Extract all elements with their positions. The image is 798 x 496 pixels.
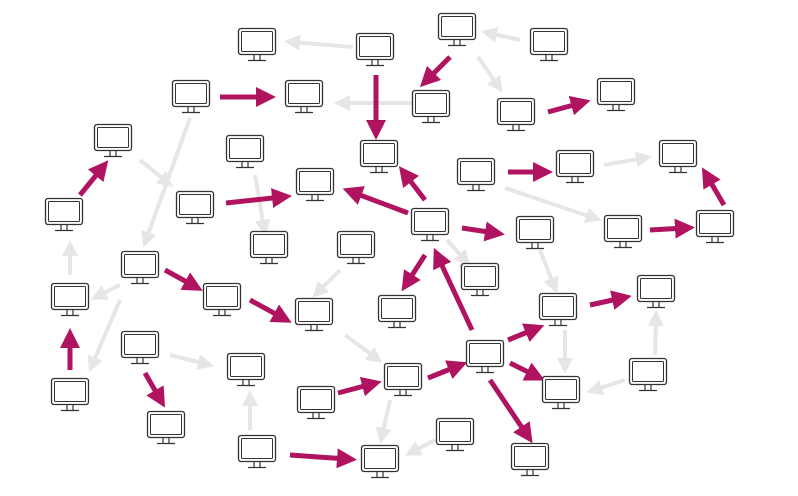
computer-monitor-icon xyxy=(460,262,500,297)
inactive-link-arrow xyxy=(538,249,559,294)
active-link-arrow xyxy=(142,371,165,408)
active-link-arrow xyxy=(398,166,427,202)
computer-monitor-icon xyxy=(410,207,450,242)
computer-monitor-icon xyxy=(538,292,578,327)
computer-monitor-icon xyxy=(435,417,475,452)
computer-monitor-icon xyxy=(44,197,84,232)
active-link-arrow xyxy=(649,218,695,239)
computer-monitor-icon xyxy=(294,297,334,332)
computer-monitor-icon xyxy=(359,139,399,174)
active-link-arrow xyxy=(547,95,591,116)
computer-monitor-icon xyxy=(596,77,636,112)
computer-monitor-icon xyxy=(284,79,324,114)
inactive-link-arrow xyxy=(481,26,521,43)
inactive-link-arrow xyxy=(284,34,354,51)
inactive-link-arrow xyxy=(404,438,436,456)
active-links xyxy=(60,55,727,469)
active-link-arrow xyxy=(401,253,428,292)
computer-monitor-icon xyxy=(377,294,417,329)
inactive-link-arrow xyxy=(169,353,214,370)
computer-monitor-icon xyxy=(360,444,400,479)
computer-monitor-icon xyxy=(296,385,336,420)
active-link-arrow xyxy=(248,297,292,323)
active-link-arrow xyxy=(342,186,409,216)
computer-monitor-icon xyxy=(541,375,581,410)
active-link-arrow xyxy=(419,55,452,88)
inactive-link-arrow xyxy=(138,158,174,188)
active-link-arrow xyxy=(461,221,505,242)
inactive-link-arrow xyxy=(312,268,342,298)
active-link-arrow xyxy=(427,360,468,381)
active-link-arrow xyxy=(433,247,475,332)
active-link-arrow xyxy=(78,160,109,197)
inactive-link-arrow xyxy=(445,238,471,266)
computer-monitor-icon xyxy=(411,89,451,124)
computer-monitor-icon xyxy=(225,134,265,169)
computer-monitor-icon xyxy=(295,167,335,202)
active-link-arrow xyxy=(508,360,545,381)
computer-monitor-icon xyxy=(628,357,668,392)
computer-monitor-icon xyxy=(515,215,555,250)
inactive-link-arrow xyxy=(375,399,392,444)
computer-monitor-icon xyxy=(120,330,160,365)
computer-monitor-icon xyxy=(636,274,676,309)
active-link-arrow xyxy=(289,448,357,469)
computer-monitor-icon xyxy=(555,149,595,184)
inactive-link-arrow xyxy=(586,378,626,396)
active-link-arrow xyxy=(337,376,382,397)
computer-monitor-icon xyxy=(456,157,496,192)
inactive-link-arrow xyxy=(476,55,503,93)
inactive-link-arrow xyxy=(141,117,192,248)
computer-monitor-icon xyxy=(658,139,698,174)
computer-monitor-icon xyxy=(120,250,160,285)
computer-monitor-icon xyxy=(93,123,133,158)
computer-monitor-icon xyxy=(50,377,90,412)
inactive-link-arrow xyxy=(647,310,664,356)
computer-nodes xyxy=(44,12,735,479)
computer-monitor-icon xyxy=(496,97,536,132)
computer-monitor-icon xyxy=(383,362,423,397)
inactive-link-arrow xyxy=(90,283,121,300)
inactive-link-arrow xyxy=(504,186,602,224)
computer-monitor-icon xyxy=(695,209,735,244)
computer-monitor-icon xyxy=(237,434,277,469)
inactive-links xyxy=(62,26,664,456)
active-link-arrow xyxy=(589,290,632,310)
computer-monitor-icon xyxy=(249,230,289,265)
computer-monitor-icon xyxy=(175,190,215,225)
computer-monitor-icon xyxy=(465,339,505,374)
computer-monitor-icon xyxy=(171,79,211,114)
computer-monitor-icon xyxy=(237,27,277,62)
active-link-arrow xyxy=(225,188,292,209)
inactive-link-arrow xyxy=(87,299,122,373)
active-link-arrow xyxy=(487,378,533,444)
computer-monitor-icon xyxy=(603,214,643,249)
computer-monitor-icon xyxy=(226,352,266,387)
active-link-arrow xyxy=(507,323,545,343)
active-link-arrow xyxy=(701,167,727,207)
computer-monitor-icon xyxy=(355,32,395,67)
computer-monitor-icon xyxy=(510,442,550,477)
computer-monitor-icon xyxy=(146,410,186,445)
computer-monitor-icon xyxy=(336,230,376,265)
computer-monitor-icon xyxy=(437,12,477,47)
computer-monitor-icon xyxy=(202,282,242,317)
active-link-arrow xyxy=(163,267,203,291)
computer-monitor-icon xyxy=(50,282,90,317)
inactive-link-arrow xyxy=(603,151,652,168)
computer-monitor-icon xyxy=(529,27,569,62)
inactive-link-arrow xyxy=(343,333,383,363)
